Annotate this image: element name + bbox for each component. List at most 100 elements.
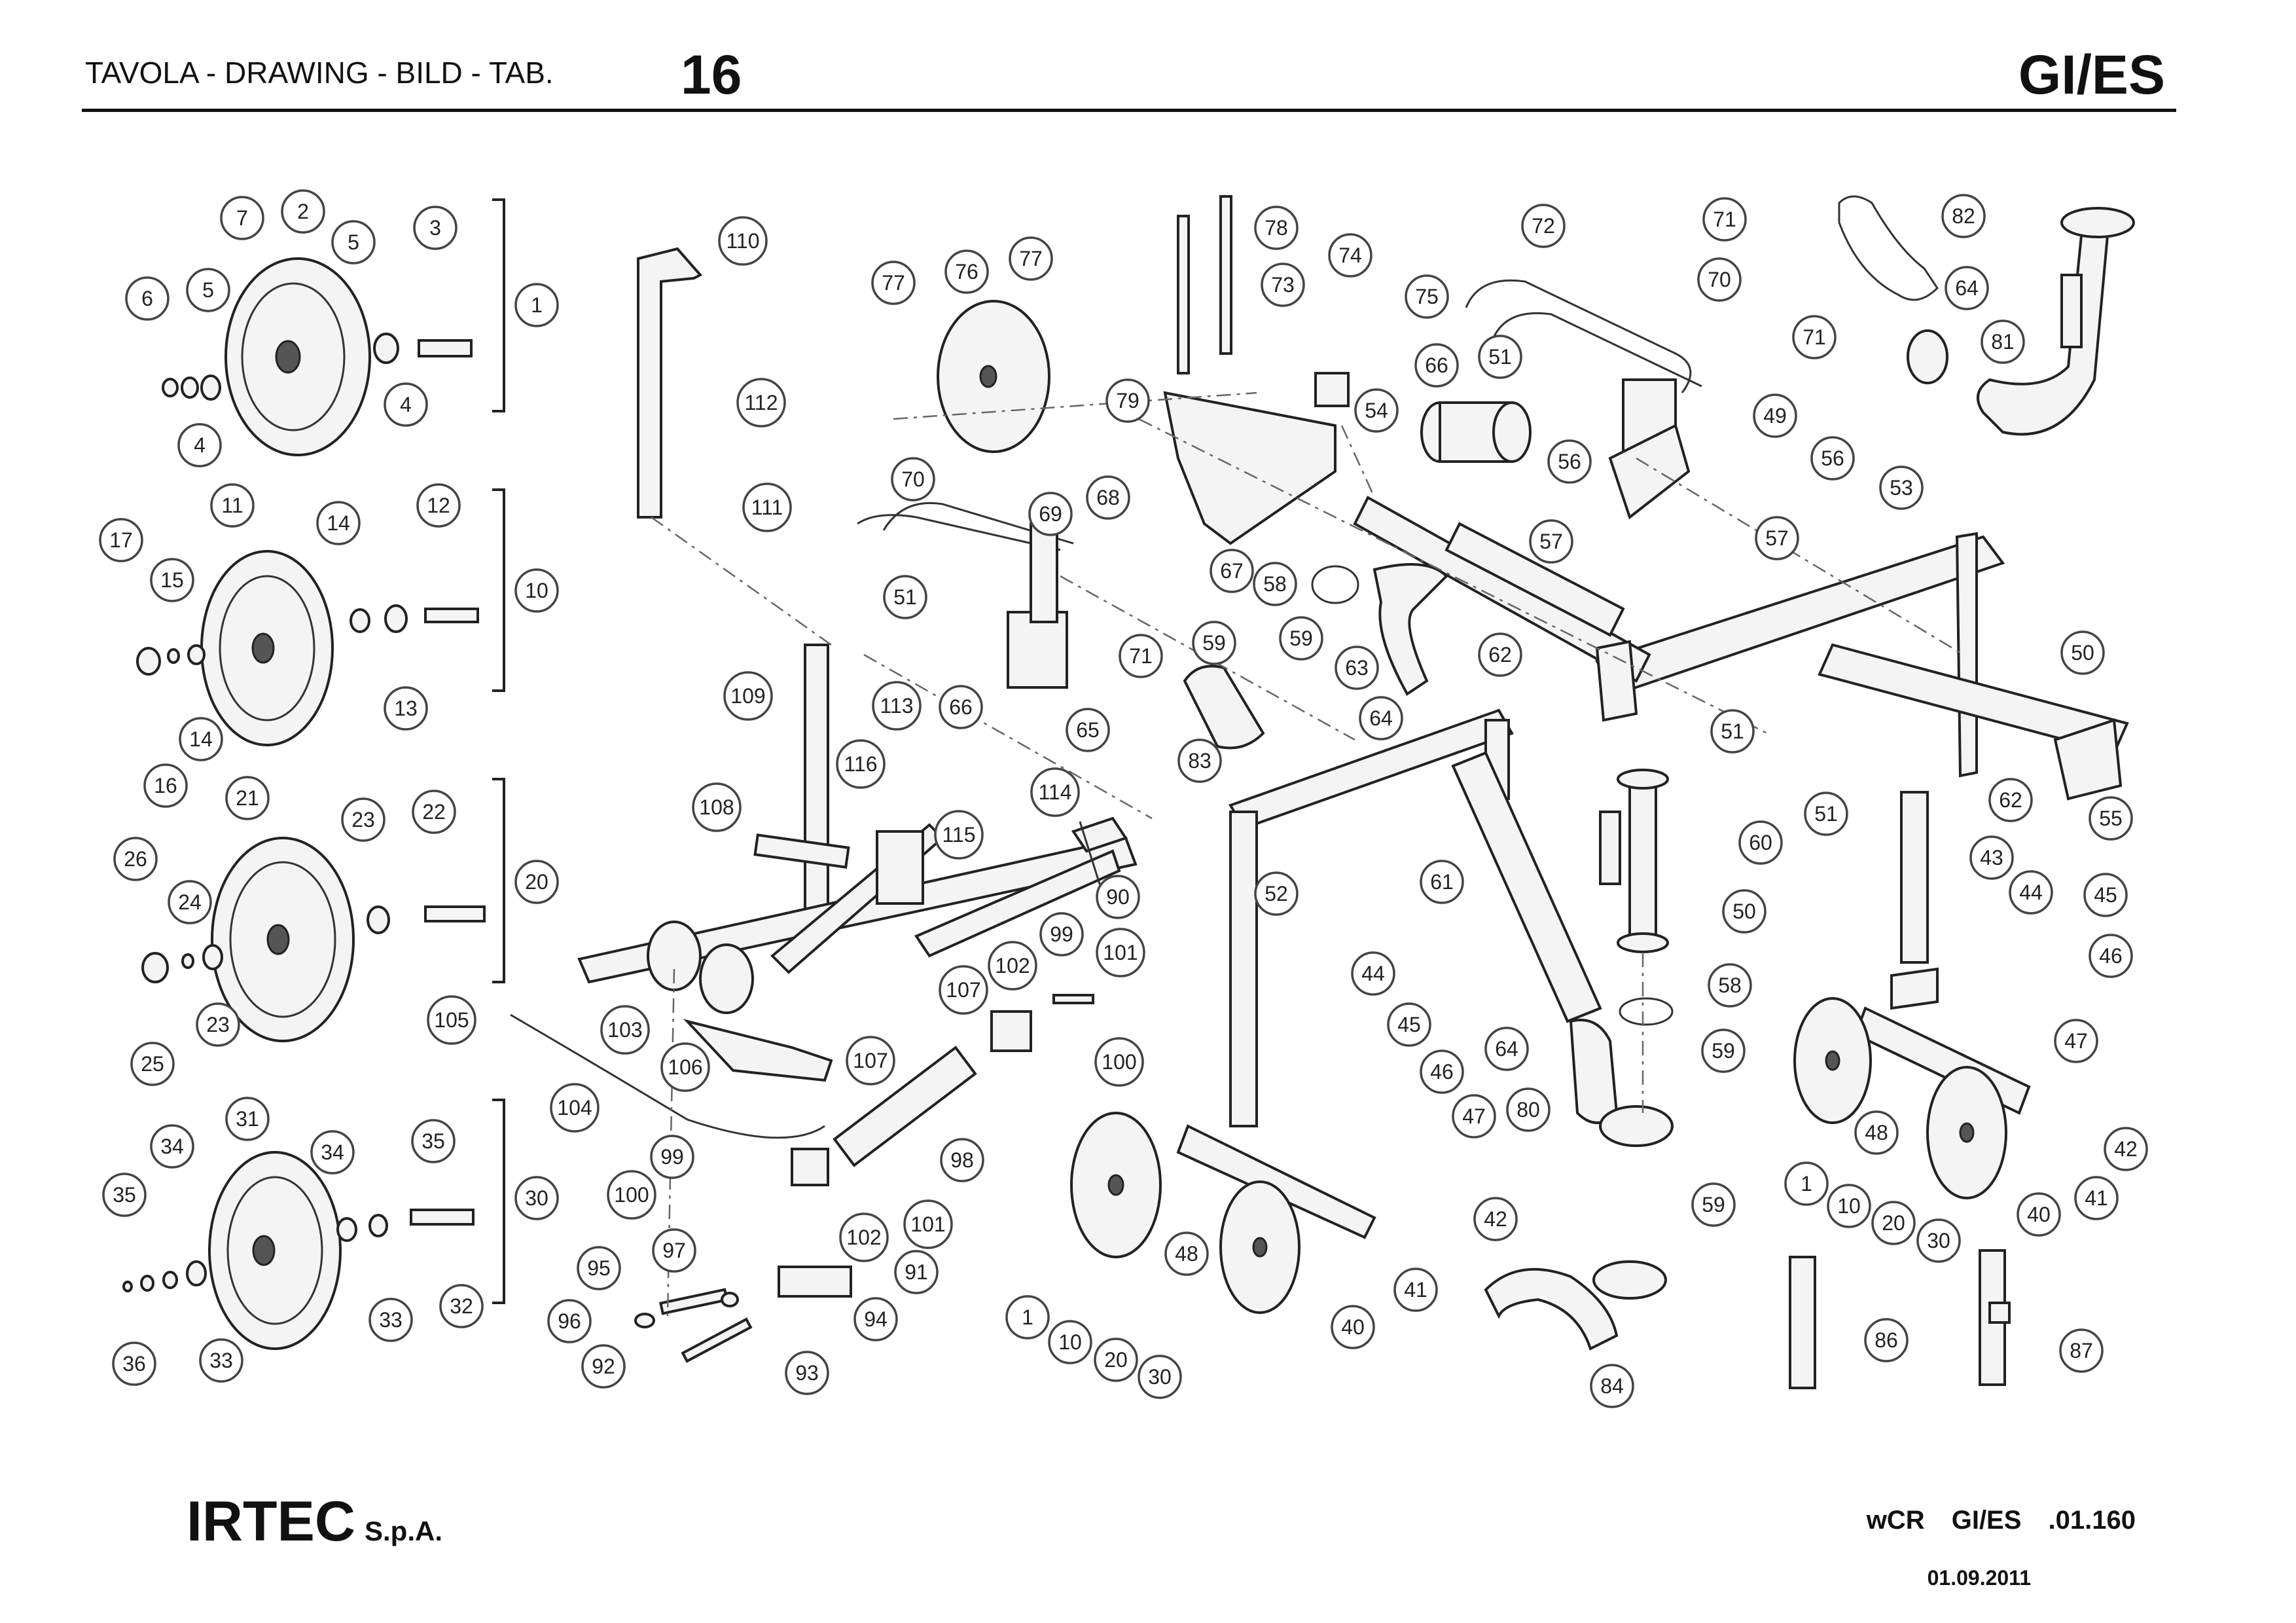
callout-80: 80 <box>1506 1087 1551 1132</box>
callout-label: 66 <box>1425 354 1448 377</box>
callout-label: 58 <box>1263 572 1287 596</box>
callout-circle <box>1254 871 1299 916</box>
callout-10: 10 <box>1827 1184 1871 1228</box>
callout-label: 20 <box>1882 1211 1905 1235</box>
callout-label: 30 <box>1148 1365 1172 1389</box>
callout-circle <box>1697 257 1742 302</box>
callout-circle <box>1192 621 1236 665</box>
callout-41: 41 <box>1393 1267 1438 1312</box>
callout-circle <box>1105 378 1150 423</box>
callout-label: 107 <box>946 978 980 1002</box>
callout-label: 24 <box>178 890 202 914</box>
callout-label: 13 <box>394 697 418 720</box>
callout-label: 72 <box>1532 214 1555 238</box>
callout-label: 40 <box>2027 1203 2051 1226</box>
callout-circle <box>1028 492 1073 536</box>
callout-circle <box>416 483 461 528</box>
callout-circle <box>1691 1182 1736 1227</box>
callout-circle <box>1753 393 1797 438</box>
callout-62: 62 <box>1478 632 1522 677</box>
callout-circle <box>1253 562 1297 606</box>
callout-label: 51 <box>893 585 917 609</box>
callout-label: 1 <box>1022 1305 1033 1329</box>
callout-label: 80 <box>1516 1098 1540 1122</box>
callout-circle <box>1854 1110 1899 1155</box>
callout-circle <box>2089 934 2133 978</box>
callout-105: 105 <box>427 995 476 1045</box>
callout-111: 111 <box>742 483 792 532</box>
wheel-assembly-20 <box>141 837 486 1042</box>
callout-circle <box>1354 388 1399 433</box>
callout-20: 20 <box>514 860 559 904</box>
callout-5: 5 <box>186 268 230 312</box>
callout-35: 35 <box>411 1119 456 1163</box>
callout-label: 71 <box>1803 325 1826 349</box>
callout-label: 90 <box>1106 885 1130 909</box>
callout-circle <box>1590 1364 1634 1408</box>
callout-label: 5 <box>348 230 359 254</box>
callout-circle <box>514 568 559 613</box>
callout-label: 75 <box>1415 285 1439 308</box>
callout-label: 91 <box>905 1260 928 1284</box>
callout-13: 13 <box>384 686 428 731</box>
callout-circle <box>150 558 194 602</box>
callout-96: 96 <box>547 1299 592 1343</box>
callout-59: 59 <box>1279 616 1323 661</box>
callout-label: 10 <box>1058 1330 1082 1354</box>
callout-circle <box>150 1124 194 1169</box>
callout-label: 50 <box>2071 641 2094 665</box>
callout-label: 81 <box>1991 330 2015 354</box>
callout-62: 62 <box>1988 778 2033 822</box>
callout-circle <box>692 782 742 832</box>
callout-label: 33 <box>379 1308 403 1332</box>
callout-circle <box>113 837 158 881</box>
callout-circle <box>2054 1019 2098 1063</box>
callout-label: 82 <box>1952 204 1975 228</box>
callout-circle <box>550 1083 600 1133</box>
callout-label: 114 <box>1038 780 1071 804</box>
callout-84: 84 <box>1590 1364 1634 1408</box>
callout-circle <box>427 995 476 1045</box>
callout-label: 36 <box>122 1352 146 1376</box>
callout-circle <box>1359 696 1403 740</box>
callout-107: 107 <box>846 1036 895 1085</box>
callout-circle <box>2104 1127 2148 1171</box>
callout-50: 50 <box>2060 630 2105 675</box>
callout-1: 1 <box>1784 1161 1829 1206</box>
callout-circle <box>1420 1049 1464 1094</box>
callout-73: 73 <box>1261 263 1305 307</box>
callout-51: 51 <box>1804 792 1848 836</box>
callout-label: 30 <box>525 1186 548 1210</box>
callout-57: 57 <box>1529 519 1573 564</box>
callout-label: 21 <box>236 786 259 810</box>
callout-71: 71 <box>1792 315 1837 359</box>
callout-label: 32 <box>450 1294 473 1318</box>
callout-42: 42 <box>2104 1127 2148 1171</box>
callout-circle <box>1335 646 1379 690</box>
callout-circle <box>186 268 230 312</box>
callout-64: 64 <box>1359 696 1403 740</box>
callout-circle <box>341 797 386 842</box>
callout-66: 66 <box>939 685 983 729</box>
callout-label: 33 <box>209 1349 233 1372</box>
callout-50: 50 <box>1722 889 1767 934</box>
callout-circle <box>785 1351 829 1395</box>
callout-circle <box>1096 928 1145 977</box>
callout-101: 101 <box>1096 928 1145 977</box>
callout-circle <box>316 501 361 545</box>
callout-label: 34 <box>321 1140 344 1164</box>
callout-58: 58 <box>1253 562 1297 606</box>
callout-12: 12 <box>416 483 461 528</box>
callout-label: 101 <box>1103 941 1138 964</box>
callout-label: 59 <box>1202 631 1226 655</box>
callout-label: 116 <box>844 752 877 776</box>
model-code: GI/ES <box>2018 44 2165 105</box>
callout-label: 107 <box>853 1049 888 1072</box>
callout-label: 62 <box>1999 788 2022 812</box>
callout-circle <box>1871 1201 1916 1245</box>
callout-2: 2 <box>281 189 325 234</box>
callout-label: 64 <box>1955 276 1979 300</box>
callout-110: 110 <box>718 216 768 266</box>
callout-label: 73 <box>1271 273 1295 297</box>
callout-44: 44 <box>1351 951 1395 996</box>
